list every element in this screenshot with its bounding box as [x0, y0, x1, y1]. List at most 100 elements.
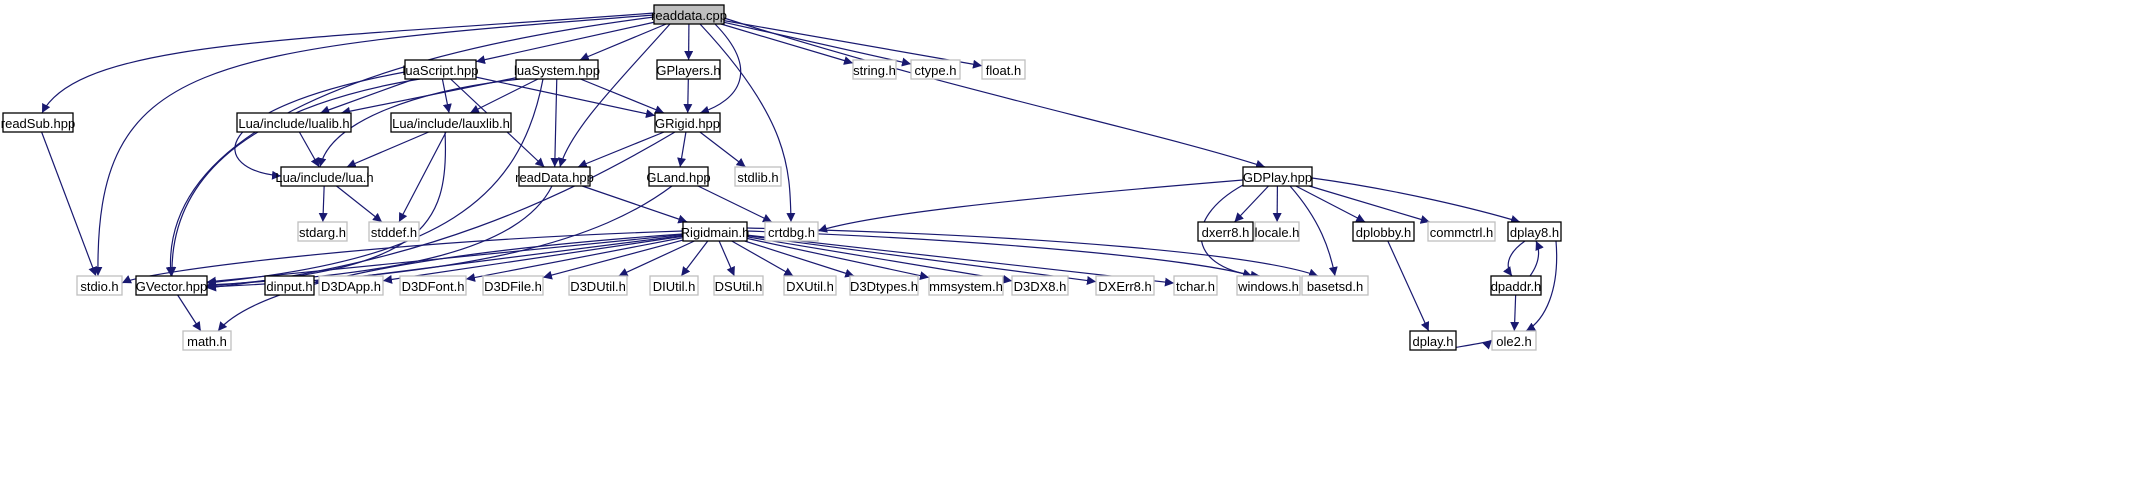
node-dplay[interactable]: dplay.h — [1409, 330, 1457, 351]
node-label-DXErr8: DXErr8.h — [1098, 279, 1151, 294]
node-label-crtdbg: crtdbg.h — [768, 225, 815, 240]
node-label-commctrl: commctrl.h — [1430, 225, 1494, 240]
node-label-dxerr8: dxerr8.h — [1202, 225, 1250, 240]
node-box-DSUtil — [713, 275, 764, 296]
node-label-luaSystem: luaSystem.hpp — [514, 63, 600, 78]
node-lua[interactable]: Lua/include/lua.h — [275, 166, 374, 187]
node-basetsd: basetsd.h — [1301, 275, 1369, 296]
node-label-dplay: dplay.h — [1413, 334, 1454, 349]
node-box-lualib — [236, 112, 352, 133]
node-D3DFile: D3DFile.h — [482, 275, 544, 296]
edge-GVector-to-math — [177, 294, 202, 332]
node-dplay8[interactable]: dplay8.h — [1507, 221, 1562, 242]
node-GVector[interactable]: GVector.hpp — [135, 275, 208, 296]
node-readSub[interactable]: readSub.hpp — [1, 112, 75, 133]
node-box-dplay — [1409, 330, 1457, 351]
node-label-math: math.h — [187, 334, 227, 349]
edge-readdata-to-ctype — [723, 21, 912, 67]
node-dinput[interactable]: dinput.h — [264, 275, 315, 296]
edges-layer — [41, 12, 1558, 351]
edge-Rigidmain-to-D3DUtil — [618, 240, 695, 277]
node-label-dinput: dinput.h — [266, 279, 312, 294]
edge-luaScript-to-lauxlib — [441, 78, 452, 114]
edge-dplay8-to-dpaddr — [1503, 240, 1526, 277]
node-DXErr8: DXErr8.h — [1095, 275, 1155, 296]
node-box-readdata — [653, 4, 725, 25]
node-readData[interactable]: readData.hpp — [515, 166, 594, 187]
node-box-stddef — [368, 221, 420, 242]
node-readdata[interactable]: readdata.cpp — [651, 4, 727, 25]
edge-GRigid-to-GLand — [677, 131, 687, 168]
node-mmsystem: mmsystem.h — [928, 275, 1004, 296]
node-box-tchar — [1173, 275, 1218, 296]
node-box-float — [981, 59, 1026, 80]
node-box-DXErr8 — [1095, 275, 1155, 296]
node-box-GPlayers — [656, 59, 721, 80]
edge-GPlayers-to-GRigid — [683, 78, 693, 114]
edge-Rigidmain-to-windows — [746, 230, 1253, 278]
node-math: math.h — [182, 330, 232, 351]
node-label-D3DX8: D3DX8.h — [1014, 279, 1067, 294]
node-label-DIUtil: DIUtil.h — [653, 279, 696, 294]
node-box-luaScript — [404, 59, 477, 80]
edge-GLand-to-crtdbg — [697, 185, 773, 223]
node-lualib[interactable]: Lua/include/lualib.h — [236, 112, 352, 133]
node-DXUtil: DXUtil.h — [783, 275, 837, 296]
node-luaScript[interactable]: luaScript.hpp — [403, 59, 479, 80]
node-label-lualib: Lua/include/lualib.h — [238, 116, 349, 131]
node-GRigid[interactable]: GRigid.hpp — [654, 112, 721, 133]
edge-lua-to-stddef — [336, 185, 383, 223]
node-box-ctype — [910, 59, 961, 80]
edge-GDPlay-to-dplay8 — [1311, 177, 1521, 224]
node-GDPlay[interactable]: GDPlay.hpp — [1242, 166, 1313, 187]
edge-readdata-to-float — [723, 20, 983, 69]
node-box-DIUtil — [649, 275, 699, 296]
node-D3DApp: D3DApp.h — [318, 275, 384, 296]
node-label-stdio: stdio.h — [80, 279, 118, 294]
node-label-readData: readData.hpp — [515, 170, 594, 185]
edge-lauxlib-to-stddef — [398, 131, 447, 223]
node-lauxlib[interactable]: Lua/include/lauxlib.h — [390, 112, 512, 133]
node-locale: locale.h — [1254, 221, 1300, 242]
node-label-readdata: readdata.cpp — [651, 8, 727, 23]
node-label-GDPlay: GDPlay.hpp — [1243, 170, 1312, 185]
node-box-D3DUtil — [568, 275, 628, 296]
node-ole2: ole2.h — [1491, 330, 1537, 351]
node-box-GVector — [135, 275, 208, 296]
edge-readdata-to-string — [720, 23, 854, 65]
edge-luaSystem-to-GRigid — [580, 78, 665, 114]
node-label-stdarg: stdarg.h — [299, 225, 346, 240]
edge-dplay8-to-ole2 — [1525, 240, 1558, 332]
node-box-luaSystem — [515, 59, 599, 80]
node-label-locale: locale.h — [1255, 225, 1300, 240]
edge-luaSystem-to-lua — [317, 78, 521, 168]
edge-Rigidmain-to-DXUtil — [731, 240, 794, 277]
node-crtdbg: crtdbg.h — [764, 221, 819, 242]
node-box-dxerr8 — [1197, 221, 1254, 242]
edge-Rigidmain-to-tchar — [746, 234, 1175, 287]
node-GLand[interactable]: GLand.hpp — [646, 166, 711, 187]
node-luaSystem[interactable]: luaSystem.hpp — [514, 59, 600, 80]
node-dplobby[interactable]: dplobby.h — [1352, 221, 1415, 242]
node-dpaddr[interactable]: dpaddr.h — [1490, 275, 1542, 296]
node-box-math — [182, 330, 232, 351]
node-DSUtil: DSUtil.h — [713, 275, 764, 296]
edge-Rigidmain-to-DXErr8 — [746, 235, 1097, 285]
node-box-dplay8 — [1507, 221, 1562, 242]
node-label-dplobby: dplobby.h — [1356, 225, 1411, 240]
node-box-lua — [280, 166, 369, 187]
node-GPlayers[interactable]: GPlayers.h — [656, 59, 721, 80]
node-label-ole2: ole2.h — [1496, 334, 1531, 349]
node-label-stdlib: stdlib.h — [737, 170, 778, 185]
node-dxerr8[interactable]: dxerr8.h — [1197, 221, 1254, 242]
edge-GRigid-to-readData — [577, 131, 665, 168]
node-label-Rigidmain: Rigidmain.h — [681, 225, 750, 240]
node-label-GRigid: GRigid.hpp — [655, 116, 720, 131]
edge-Rigidmain-to-basetsd — [746, 227, 1319, 278]
node-label-DXUtil: DXUtil.h — [786, 279, 834, 294]
node-Rigidmain[interactable]: Rigidmain.h — [681, 221, 750, 242]
node-box-D3DApp — [318, 275, 384, 296]
node-D3DFont: D3DFont.h — [399, 275, 467, 296]
node-label-GLand: GLand.hpp — [646, 170, 710, 185]
